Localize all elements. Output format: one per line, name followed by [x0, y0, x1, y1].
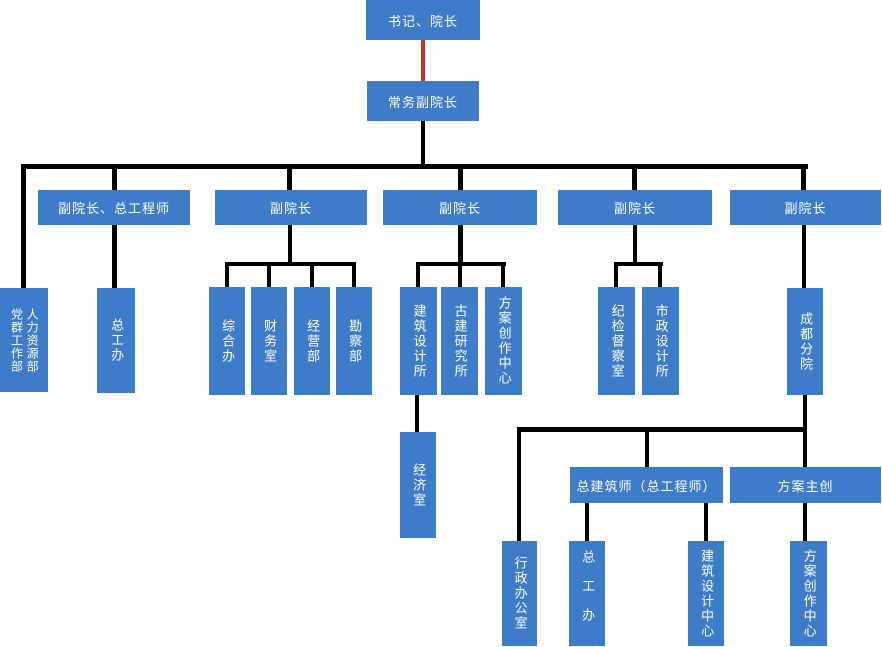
org-node-chief-architect: 总建筑师（总工程师） [570, 467, 723, 503]
org-node-general-office: 综合办 [209, 287, 245, 395]
org-node-discipline-inspection-office: 纪检督察室 [598, 287, 635, 395]
connector-drop-vp3 [458, 169, 463, 190]
connector-arch-institute-economics [415, 395, 419, 432]
connector-drop-ancient-arch [458, 266, 462, 287]
connector-drop-scheme-center-1 [501, 266, 505, 287]
connector-vp1-chief-office [112, 225, 117, 288]
org-node-scheme-creation-center-2: 方案创作中心 [790, 541, 827, 646]
connector-drop-chief-architect [645, 432, 649, 467]
org-node-vp4: 副院长 [558, 190, 712, 225]
org-node-chengdu-branch: 成都分院 [787, 288, 823, 395]
org-node-survey-dept: 勘察部 [336, 287, 372, 395]
connector-evp-stem [421, 121, 425, 169]
connector-president-evp-red [421, 40, 425, 81]
connector-drop-vp2 [287, 169, 292, 190]
connector-bus-vp3-children [416, 262, 506, 266]
connector-drop-scheme-center-2 [803, 503, 807, 541]
connector-drop-admin-office [517, 432, 521, 541]
org-node-president: 书记、院长 [366, 0, 480, 40]
connector-drop-arch-design-institute [416, 266, 420, 287]
org-node-vp3: 副院长 [383, 190, 537, 225]
connector-drop-depts-left [21, 169, 26, 288]
org-node-vp2: 副院长 [215, 190, 367, 225]
connector-bus-chengdu-children [517, 427, 807, 432]
org-node-admin-office: 行政办公室 [502, 541, 537, 646]
connector-chengdu-stem [803, 395, 807, 427]
connector-drop-scheme-director [803, 432, 807, 467]
connector-bus-vp2-children [225, 262, 356, 266]
connector-vp2-stem [288, 225, 292, 262]
connector-drop-arch-design-center [704, 503, 708, 541]
connector-drop-survey-dept [352, 266, 356, 287]
connector-drop-general-office [225, 266, 229, 287]
connector-bus-level2 [21, 164, 808, 169]
connector-bus-vp4-children [614, 262, 663, 266]
org-node-architectural-design-institute: 建筑设计所 [400, 287, 437, 395]
org-node-operations-dept: 经营部 [294, 287, 330, 395]
connector-vp3-stem [458, 225, 463, 262]
org-node-vp5: 副院长 [730, 190, 881, 225]
connector-drop-finance-office [267, 266, 271, 287]
org-node-municipal-design-institute: 市政设计所 [642, 287, 679, 395]
connector-drop-vp1 [112, 169, 117, 190]
connector-drop-vp4 [632, 169, 637, 190]
org-node-chief-engineer-office: 总工办 [97, 288, 135, 393]
org-node-exec-vice-president: 常务副院长 [367, 81, 479, 121]
org-node-vp-chief-engineer: 副院长、总工程师 [38, 190, 190, 225]
connector-vp5-chengdu [802, 225, 806, 288]
connector-vp4-stem [633, 225, 637, 262]
org-node-chief-engineer-office-2: 总工办 [569, 541, 605, 646]
connector-drop-discipline-office [614, 266, 618, 287]
connector-drop-vp5 [801, 169, 806, 190]
hr-dept-label: 人力资源部 [25, 307, 40, 373]
connector-drop-municipal-institute [658, 266, 662, 287]
org-node-finance-office: 财务室 [251, 287, 287, 395]
connector-drop-operations-dept [310, 266, 314, 287]
org-node-ancient-architecture-institute: 古建研究所 [441, 287, 478, 395]
org-node-economics-office: 经济室 [400, 432, 436, 538]
connector-drop-chief-office-2 [585, 503, 589, 541]
org-node-scheme-director: 方案主创 [730, 467, 881, 503]
org-node-architectural-design-center: 建筑设计中心 [688, 541, 724, 646]
org-node-scheme-creation-center-1: 方案创作中心 [485, 287, 522, 395]
org-node-party-mass-and-hr: 党群工作部 人力资源部 [0, 288, 48, 392]
party-mass-dept-label: 党群工作部 [9, 307, 24, 373]
